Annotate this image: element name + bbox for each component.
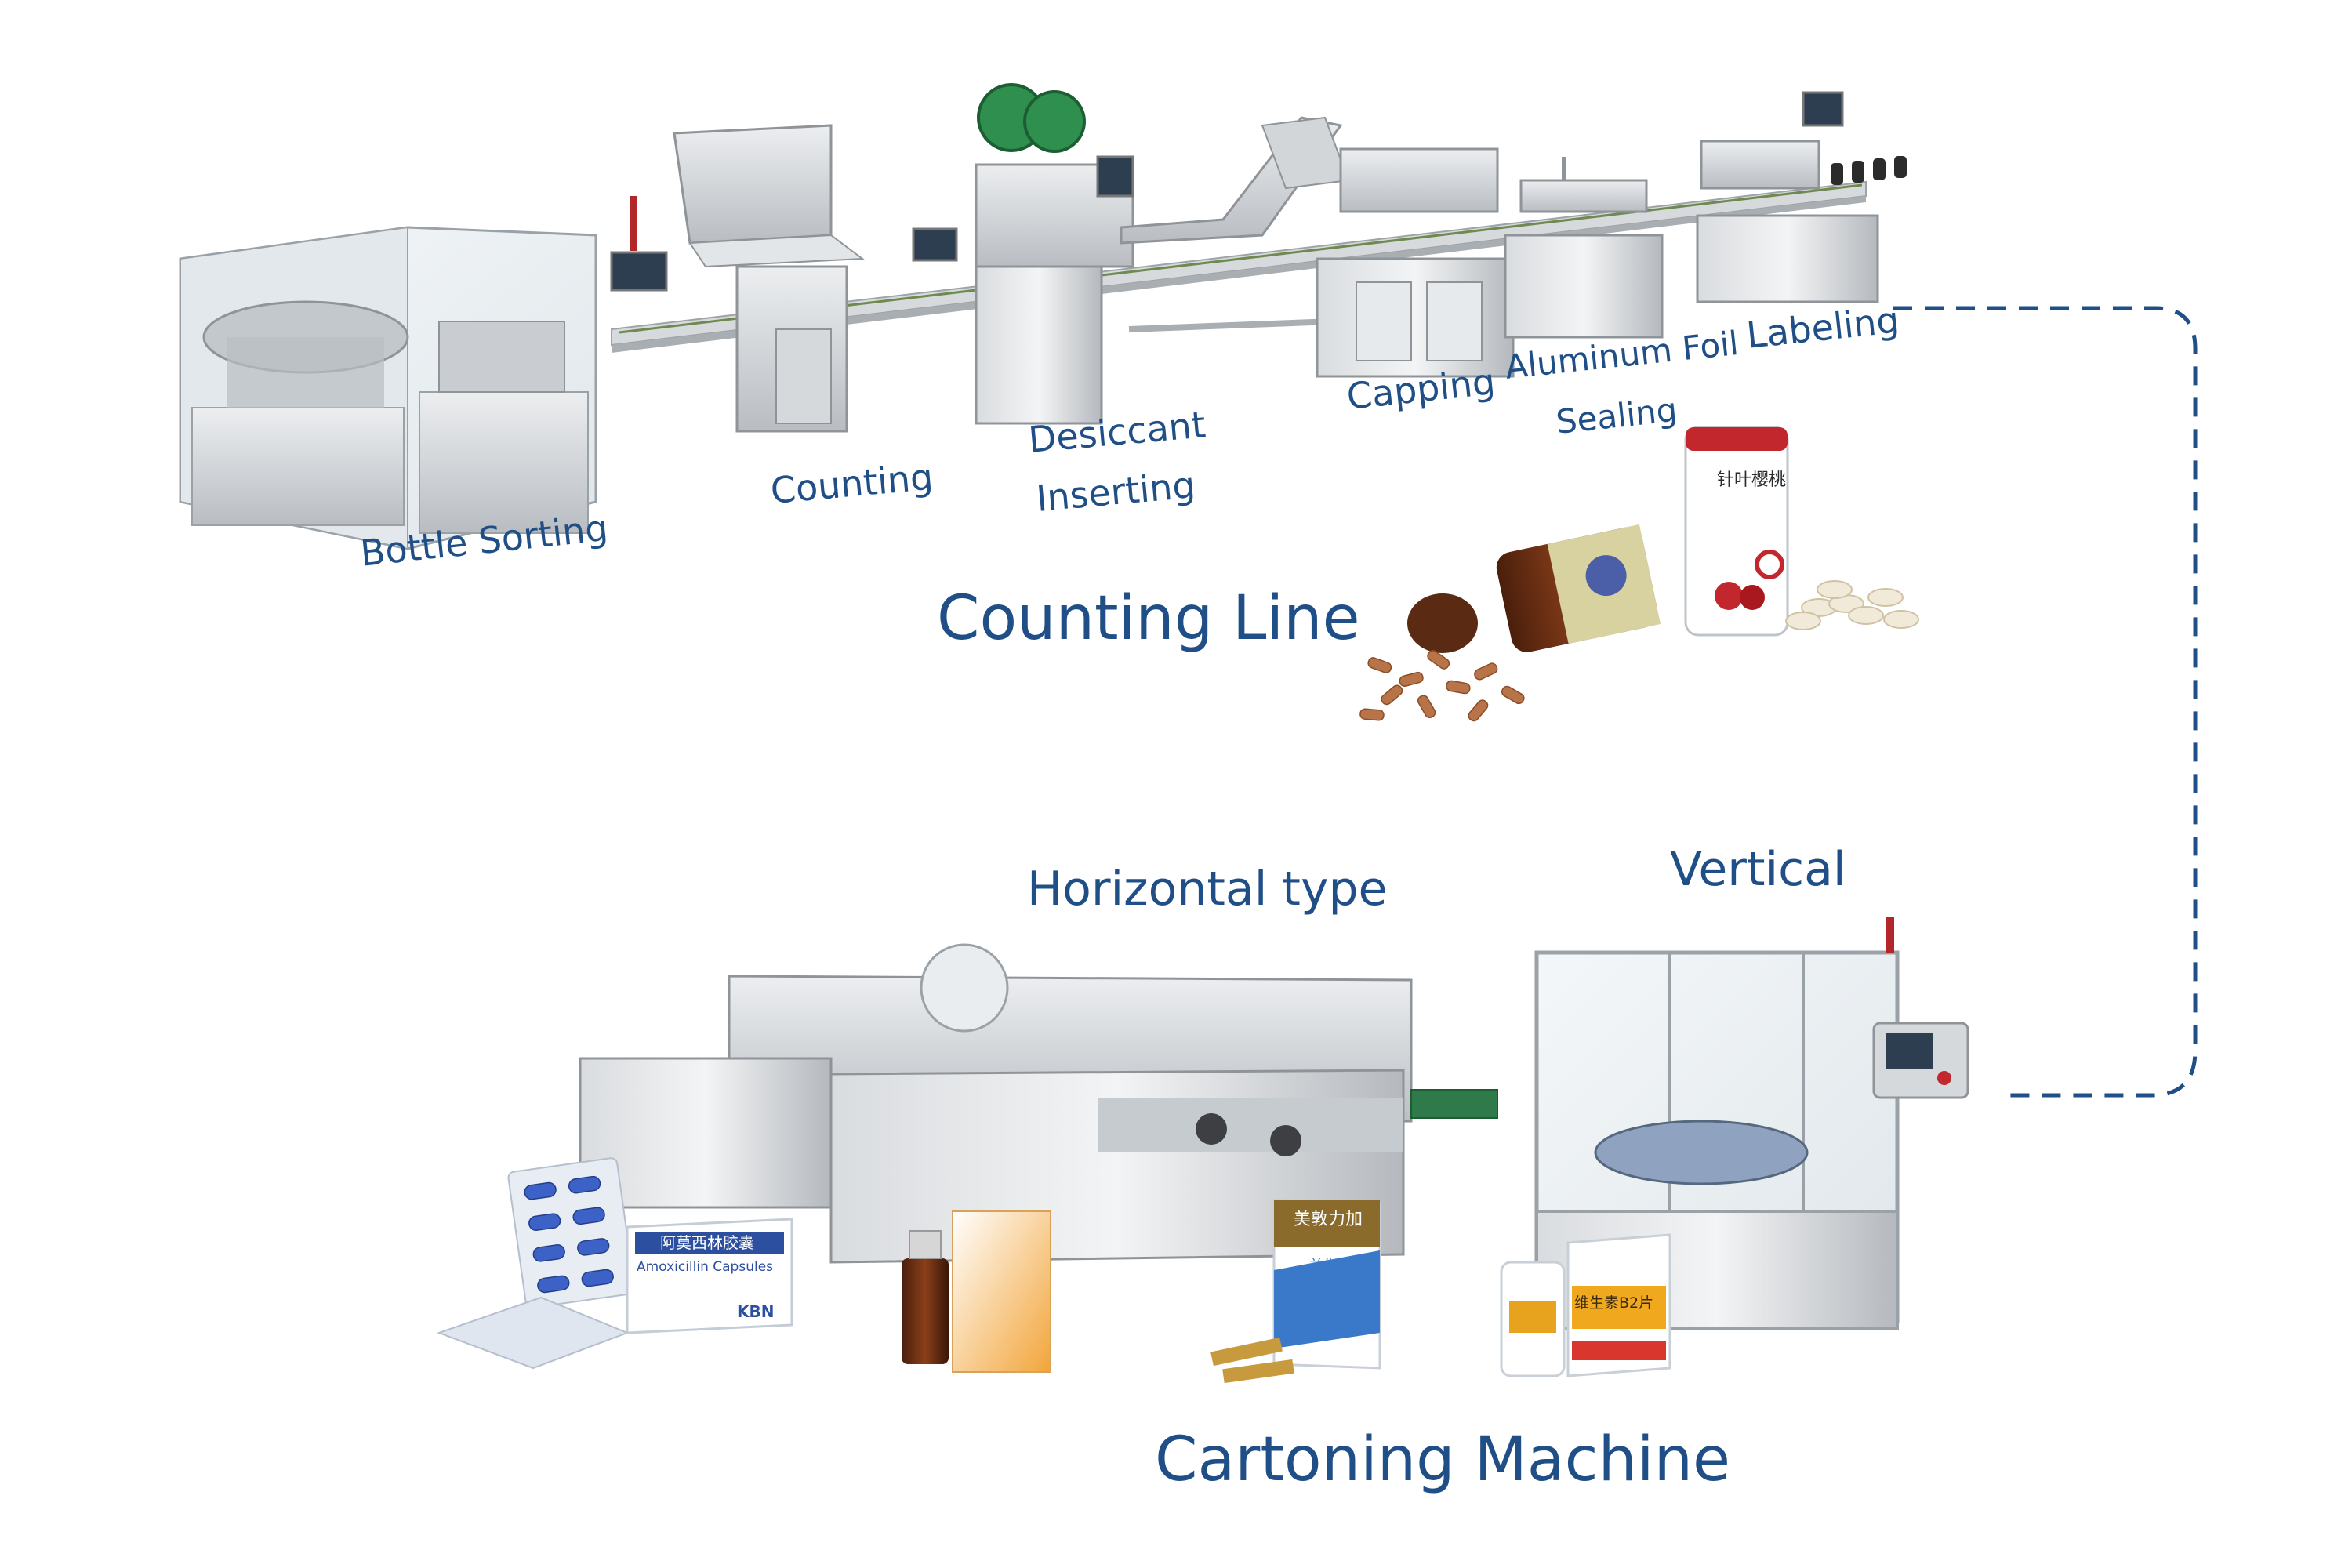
amoxicillin-box-en: Amoxicillin Capsules	[637, 1259, 774, 1275]
counting-line-machines	[179, 83, 1907, 550]
cartoning-products	[437, 1157, 1671, 1384]
process-connector-line	[1893, 306, 2198, 1098]
counting-line-products	[1359, 426, 1919, 722]
amoxicillin-box-logo: KBN	[737, 1302, 775, 1321]
amoxicillin-box-cn: 阿莫西林胶囊	[660, 1233, 754, 1252]
probiotic-box-cn: 美敦力加	[1294, 1210, 1363, 1229]
title-cartoning-machine: Cartoning Machine	[1155, 1425, 1730, 1495]
vitamin-box-cn: 维生素B2片	[1574, 1294, 1654, 1312]
probiotic-box-sub: 益生菌	[1309, 1258, 1352, 1274]
title-horizontal-type: Horizontal type	[1027, 862, 1388, 916]
title-counting-line: Counting Line	[937, 583, 1360, 654]
title-vertical: Vertical	[1670, 842, 1846, 897]
cherry-bottle-brand: 针叶樱桃	[1717, 470, 1787, 490]
